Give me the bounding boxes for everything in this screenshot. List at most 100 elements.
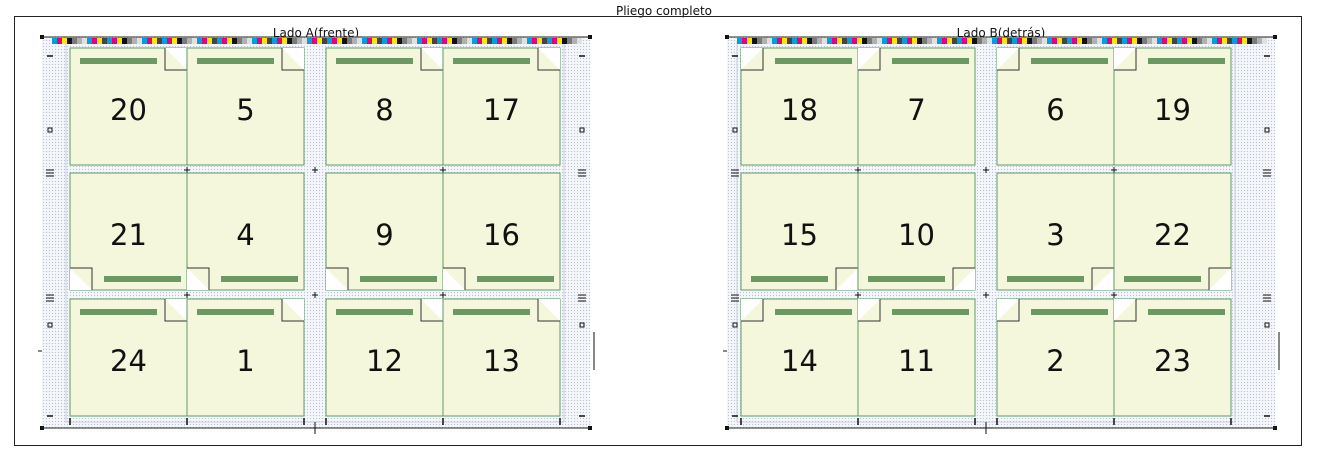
page-panel[interactable] [857,172,976,291]
page-panel[interactable] [325,172,444,291]
bottom-ticks [740,418,1232,425]
imposed-page[interactable]: 2 [996,298,1115,417]
page-dog-ear-icon [537,299,560,322]
page-corner-cut [741,48,763,70]
page-number: 21 [110,218,147,252]
page-corner-cut [1092,268,1114,290]
page-corner-cut [741,299,763,321]
page-corner-cut [70,268,92,290]
imposed-page[interactable]: 23 [1113,298,1232,417]
imposed-page[interactable]: 12 [325,298,444,417]
page-number: 17 [483,93,520,127]
page-number: 11 [898,344,935,378]
page-header-bar [336,58,413,64]
page-number: 4 [236,218,254,252]
page-number: 24 [110,344,147,378]
imposed-page[interactable]: 4 [186,172,305,291]
page-header-bar [453,309,530,315]
page-panel[interactable] [996,298,1115,417]
page-panel[interactable] [857,298,976,417]
page-number: 5 [236,93,254,127]
page-header-bar [1124,276,1201,282]
page-number: 2 [1046,344,1064,378]
page-header-bar [477,276,554,282]
imposed-page[interactable]: 21 [69,172,188,291]
imposed-page[interactable]: 16 [442,172,561,291]
page-header-bar [775,309,852,315]
imposed-page[interactable]: 10 [857,172,976,291]
page-corner-cut [997,299,1019,321]
imposed-page[interactable]: 9 [325,172,444,291]
page-dog-ear-icon [858,48,881,71]
page-panel[interactable] [740,172,859,291]
page-header-bar [751,276,828,282]
page-panel[interactable] [740,47,859,166]
imposed-page[interactable]: 3 [996,172,1115,291]
page-number: 7 [907,93,925,127]
imposed-page[interactable]: 13 [442,298,561,417]
imposed-page[interactable]: 24 [69,298,188,417]
imposed-page[interactable]: 17 [442,47,561,166]
page-panel[interactable] [186,172,305,291]
imposed-page[interactable]: 18 [740,47,859,166]
imposed-page[interactable]: 15 [740,172,859,291]
imposed-page[interactable]: 5 [186,47,305,166]
page-corner-cut [997,48,1019,70]
page-panel[interactable] [1113,172,1232,291]
page-dog-ear-icon [164,299,187,322]
page-panel[interactable] [442,47,561,166]
page-number: 20 [110,93,147,127]
page-corner-cut [1209,268,1231,290]
imposed-page[interactable]: 14 [740,298,859,417]
page-number: 1 [236,344,254,378]
imposed-page[interactable]: 1 [186,298,305,417]
page-panel[interactable] [69,298,188,417]
page-header-bar [1148,309,1225,315]
imposed-page[interactable]: 11 [857,298,976,417]
page-dog-ear-icon [997,48,1020,71]
imposed-page[interactable]: 8 [325,47,444,166]
page-panel[interactable] [325,298,444,417]
page-number: 22 [1154,218,1191,252]
imposed-page[interactable]: 22 [1113,172,1232,291]
page-panel[interactable] [996,47,1115,166]
page-header-bar [1031,58,1108,64]
page-header-bar [1031,309,1108,315]
page-panel[interactable] [325,47,444,166]
page-panel[interactable] [857,47,976,166]
page-panel[interactable] [69,47,188,166]
page-dog-ear-icon [997,299,1020,322]
page-panel[interactable] [1113,298,1232,417]
page-dog-ear-icon [741,299,764,322]
page-panel[interactable] [186,47,305,166]
page-header-bar [360,276,437,282]
page-dog-ear-icon [443,267,466,290]
page-header-bar [197,309,274,315]
page-panel[interactable] [996,172,1115,291]
page-corner-cut [282,48,304,70]
page-panel[interactable] [186,298,305,417]
page-header-bar [453,58,530,64]
page-panel[interactable] [740,298,859,417]
side-register-marks [38,55,595,417]
imposed-page[interactable]: 20 [69,47,188,166]
page-panel[interactable] [69,172,188,291]
page-corner-cut [187,268,209,290]
imposed-page[interactable]: 7 [857,47,976,166]
page-corner-cut [421,48,443,70]
imposed-page[interactable]: 19 [1113,47,1232,166]
page-panel[interactable] [442,298,561,417]
page-number: 14 [781,344,818,378]
page-number: 3 [1046,218,1064,252]
page-panel[interactable] [1113,47,1232,166]
page-dog-ear-icon [187,267,210,290]
imposed-page[interactable]: 6 [996,47,1115,166]
page-dog-ear-icon [858,299,881,322]
page-dog-ear-icon [1114,48,1137,71]
page-number: 16 [483,218,520,252]
page-panel[interactable] [442,172,561,291]
